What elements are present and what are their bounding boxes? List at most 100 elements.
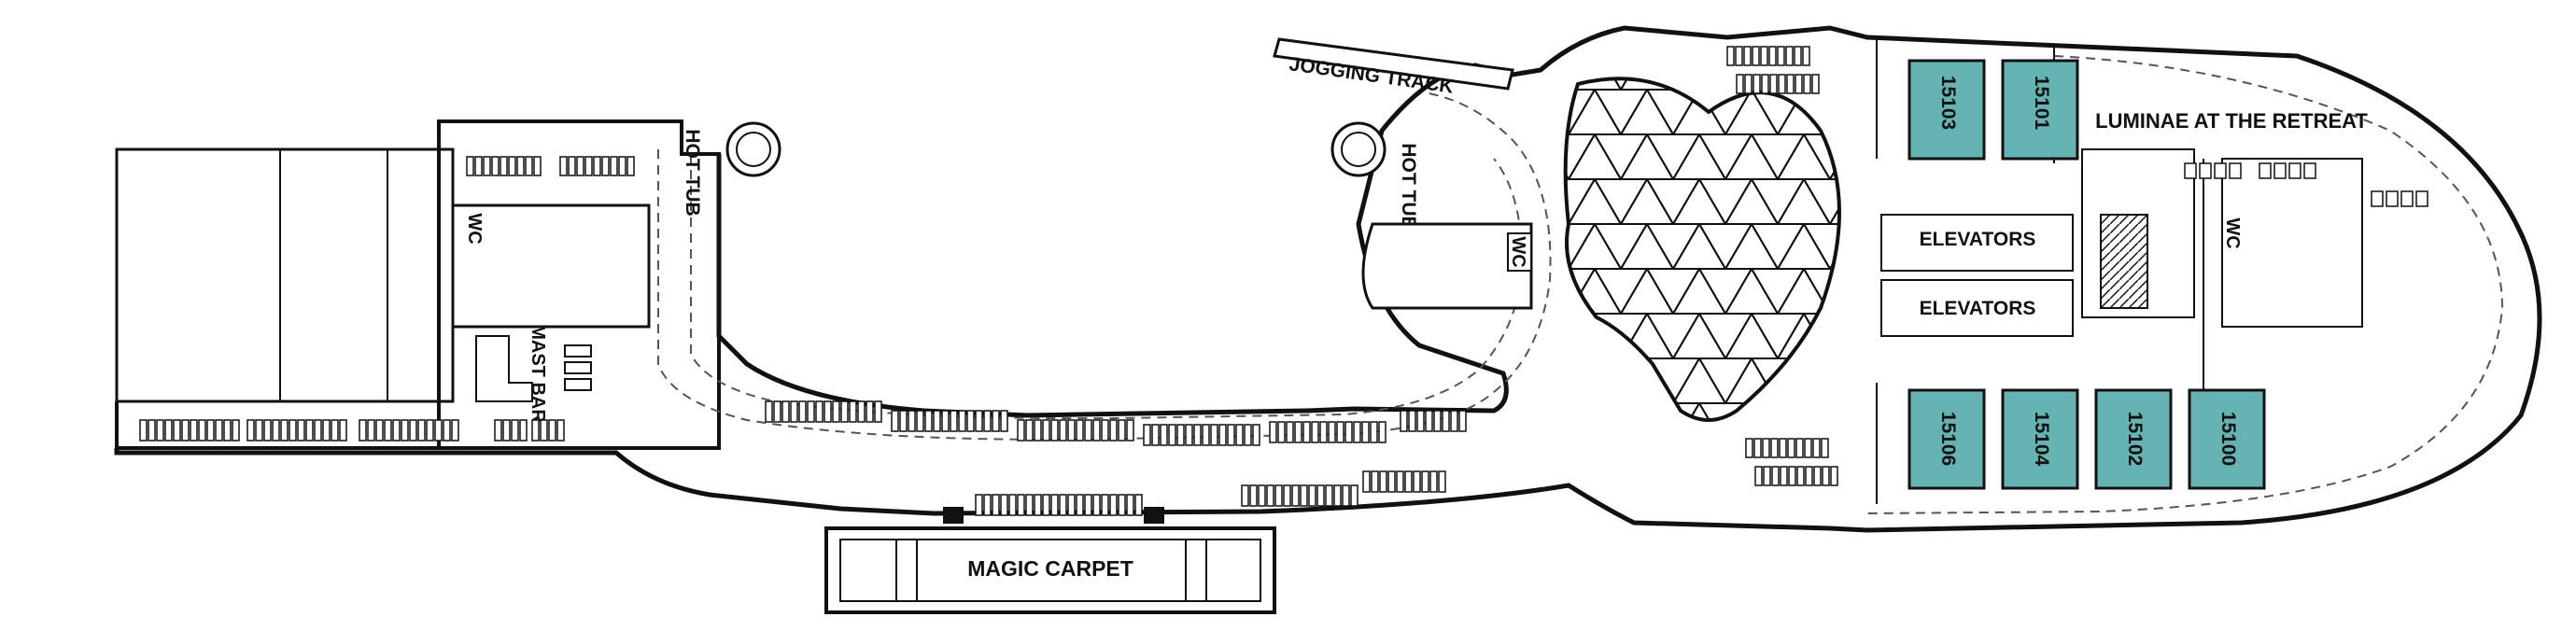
lounge-chair [2415, 190, 2428, 207]
lounge-chair [1753, 438, 1762, 458]
lounge-chair [1017, 419, 1025, 442]
mast-bar: MAST BAR [475, 324, 592, 423]
lounge-chair [1266, 484, 1274, 507]
lounge-chair [1778, 74, 1786, 94]
lounge-chair [1134, 494, 1143, 516]
lounge-chair [765, 400, 773, 423]
lounge-chair [1277, 421, 1286, 443]
lounge-chair [807, 400, 815, 423]
lounge-chair [1342, 484, 1350, 507]
lounge-chair [148, 419, 156, 442]
lounge-chair [491, 156, 500, 176]
lounge-chair [1433, 410, 1442, 432]
lounge-chair [790, 400, 798, 423]
lounge-chair [1777, 46, 1785, 66]
lounge-chair [2386, 190, 2399, 207]
wc-aft-label: WC [464, 213, 485, 244]
lounge-chair [1788, 466, 1796, 486]
lounge-chair [975, 410, 983, 432]
lounge-chair [1176, 424, 1185, 446]
stateroom-15102[interactable]: 15102 [2094, 388, 2173, 490]
lounge-chair [232, 419, 240, 442]
lounge-chair [1067, 419, 1076, 442]
lounge-chair [401, 419, 409, 442]
lounge-chair [1283, 484, 1291, 507]
lounge-chair [1822, 466, 1830, 486]
lounge-chair [1735, 46, 1743, 66]
lounge-chair [1235, 424, 1244, 446]
lounge-chair [626, 156, 635, 176]
stateroom-15102-label: 15102 [2124, 412, 2146, 466]
lounge-chair [1726, 46, 1735, 66]
stateroom-15101[interactable]: 15101 [2001, 59, 2079, 161]
wc-mid-label: WC [1508, 236, 1528, 267]
hot-tub-mid-label: HOT TUB [1398, 143, 1419, 230]
lounge-chair [1333, 484, 1342, 507]
lounge-chair [1770, 438, 1779, 458]
lounge-chair [1362, 470, 1371, 493]
lounge-chair [1804, 438, 1812, 458]
hull-outline [114, 25, 2542, 533]
lounge-chair [1413, 470, 1421, 493]
stateroom-15106[interactable]: 15106 [1907, 388, 1986, 490]
lounge-chair [2214, 162, 2227, 179]
lounge-chair [1025, 494, 1034, 516]
hot-tub-mid: HOT TUB [1330, 121, 1419, 231]
lounge-chair [983, 494, 992, 516]
stateroom-15103[interactable]: 15103 [1907, 59, 1986, 161]
glass-dome [1563, 77, 1841, 422]
lounge-chair [815, 400, 823, 423]
lounge-chair [584, 156, 593, 176]
lounge-chair [924, 410, 933, 432]
lounge-chair [1780, 466, 1788, 486]
stateroom-15103-label: 15103 [1937, 76, 1959, 130]
lounge-chair [1151, 424, 1160, 446]
lounge-chair [958, 410, 966, 432]
lounge-chair [610, 156, 618, 176]
lounge-chair [2371, 190, 2384, 207]
lounge-chair [533, 156, 542, 176]
lounge-chair [1109, 494, 1118, 516]
stateroom-15100[interactable]: 15100 [2188, 388, 2266, 490]
lounge-chair [1795, 438, 1804, 458]
lounge-chair [1796, 466, 1805, 486]
lounge-chair [1830, 466, 1838, 486]
lounge-chair [531, 419, 540, 442]
lounge-chair [941, 410, 950, 432]
lounge-chair [1442, 410, 1450, 432]
lounge-chair [392, 419, 401, 442]
lounge-chair [1092, 494, 1101, 516]
elevators-lower-label: ELEVATORS [1920, 298, 2036, 319]
lounge-chair [409, 419, 417, 442]
lounge-chair [1185, 424, 1193, 446]
lounge-chair [1803, 74, 1811, 94]
lounge-chair [908, 410, 916, 432]
lounge-chair [173, 419, 181, 442]
lounge-chair [1168, 424, 1176, 446]
lounge-chair [1387, 470, 1396, 493]
lounge-chair [474, 156, 483, 176]
lounge-chair [1754, 466, 1763, 486]
lounge-chair [1300, 484, 1308, 507]
lounge-chair [823, 400, 832, 423]
lounge-chair [1000, 410, 1008, 432]
stateroom-15104[interactable]: 15104 [2001, 388, 2079, 490]
lounge-chair [198, 419, 206, 442]
lounge-chair [1308, 484, 1316, 507]
lounge-chair [1160, 424, 1168, 446]
lounge-chair [966, 410, 975, 432]
magic-carpet-label: MAGIC CARPET [967, 556, 1133, 581]
lounge-chair [1753, 74, 1761, 94]
lounge-chair [992, 494, 1000, 516]
lounge-chair [1344, 421, 1353, 443]
stateroom-15106-label: 15106 [1937, 412, 1959, 466]
lounge-chair [297, 419, 305, 442]
lounge-chair [1286, 421, 1294, 443]
lounge-chair [417, 419, 426, 442]
lounge-chair [139, 419, 148, 442]
lounge-chair [1126, 494, 1134, 516]
lounge-chair [1067, 494, 1076, 516]
lounge-chair [1771, 466, 1780, 486]
lounge-chair [781, 400, 790, 423]
lounge-chair [2288, 162, 2302, 179]
